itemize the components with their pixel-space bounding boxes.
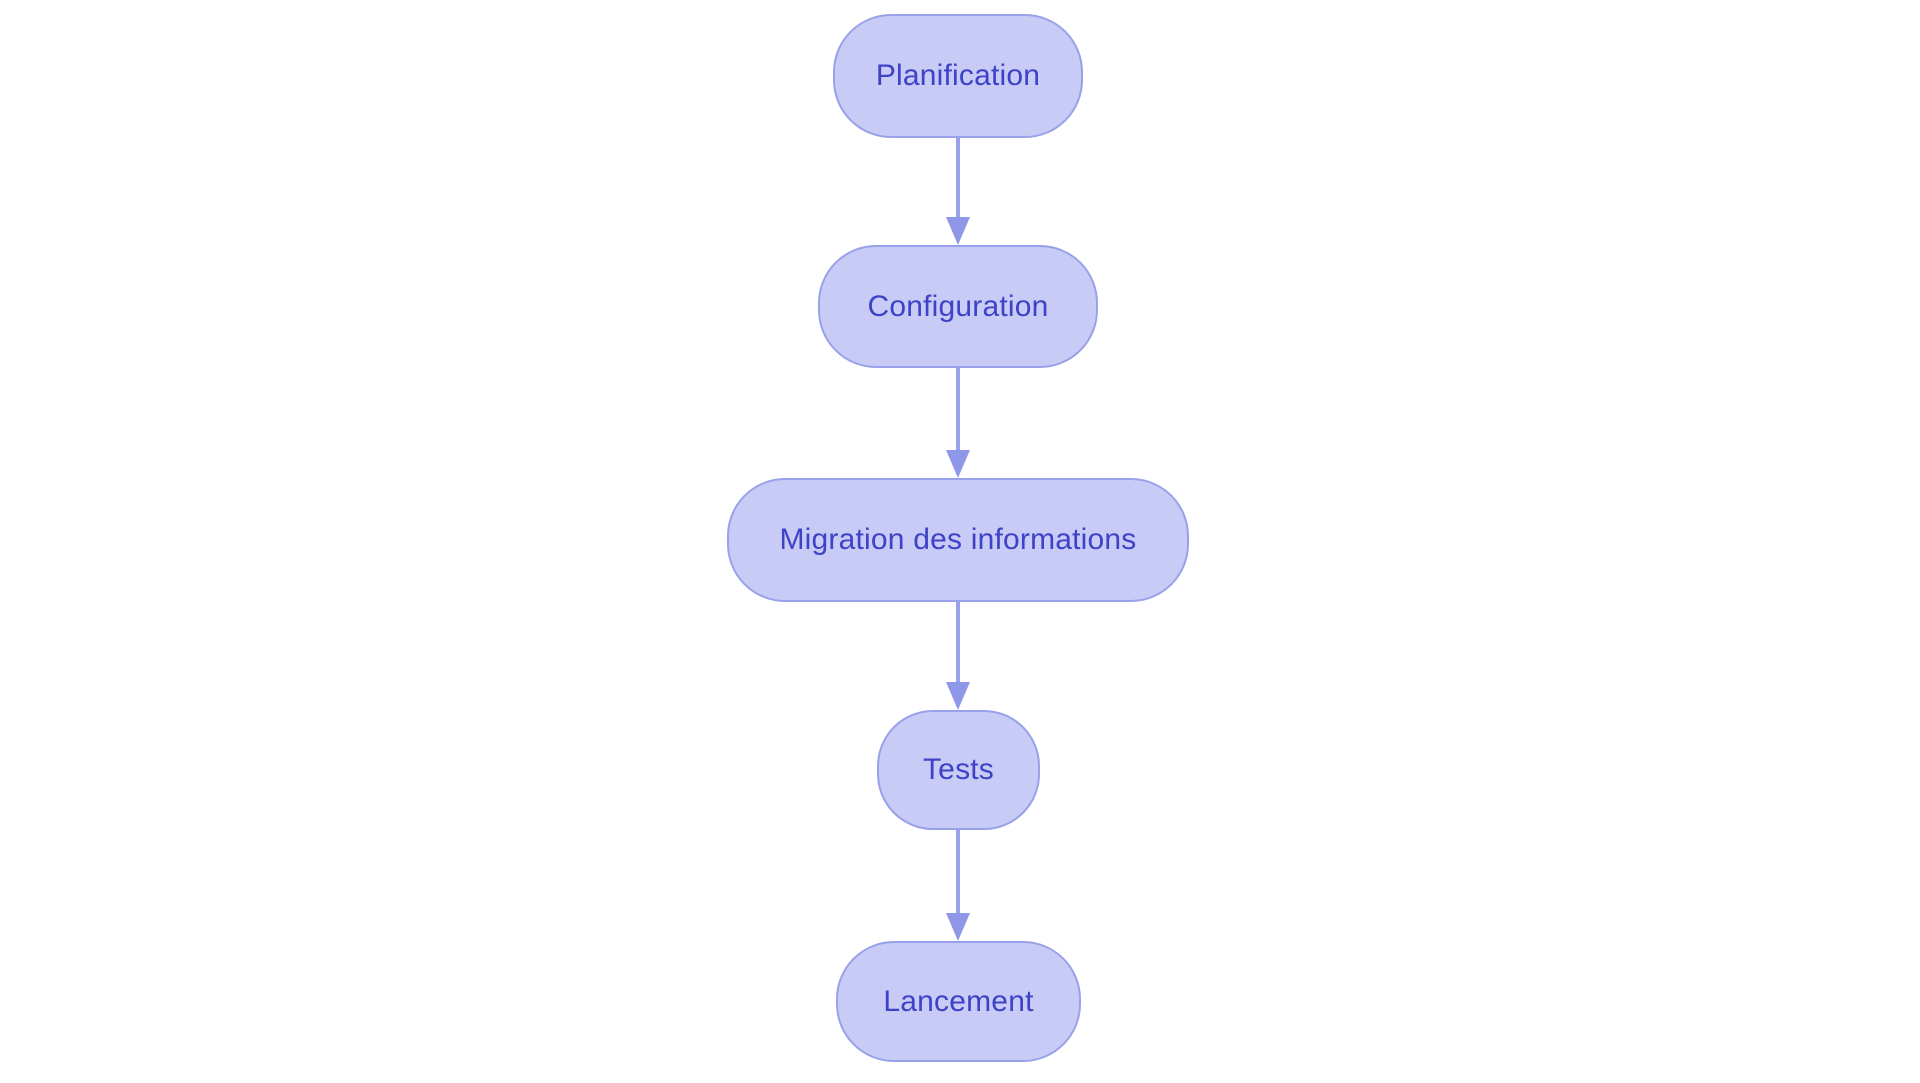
node-configuration: Configuration bbox=[818, 245, 1098, 368]
node-lancement: Lancement bbox=[836, 941, 1081, 1062]
arrow-configuration-to-migration bbox=[946, 368, 970, 478]
arrow-shaft bbox=[956, 368, 960, 450]
node-planification: Planification bbox=[833, 14, 1083, 138]
arrow-tests-to-lancement bbox=[946, 830, 970, 941]
arrowhead-icon bbox=[946, 913, 970, 941]
node-tests-label: Tests bbox=[922, 753, 995, 786]
node-planification-label: Planification bbox=[875, 59, 1041, 92]
node-lancement-label: Lancement bbox=[883, 984, 1034, 1018]
arrow-shaft bbox=[956, 602, 960, 682]
arrow-planification-to-configuration bbox=[946, 138, 970, 245]
arrow-shaft bbox=[956, 138, 960, 217]
node-configuration-label: Configuration bbox=[867, 289, 1049, 323]
arrowhead-icon bbox=[946, 682, 970, 710]
arrowhead-icon bbox=[946, 450, 970, 478]
arrow-migration-to-tests bbox=[946, 602, 970, 710]
node-migration-des-informations: Migration des informations bbox=[727, 478, 1189, 602]
node-tests: Tests bbox=[877, 710, 1040, 830]
arrow-shaft bbox=[956, 830, 960, 913]
node-migration-des-informations-label: Migration des informations bbox=[779, 523, 1137, 556]
arrowhead-icon bbox=[946, 217, 970, 245]
